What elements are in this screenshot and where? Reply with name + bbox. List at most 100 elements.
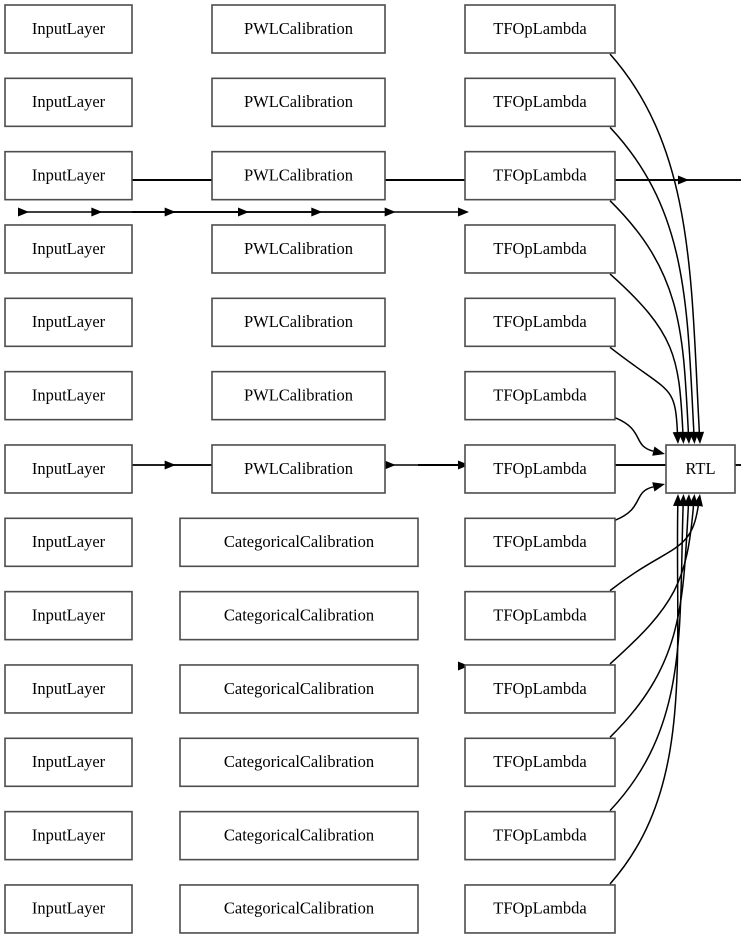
node-input-layer-3[interactable]: InputLayer [4, 150, 133, 201]
node-calibration-5-box[interactable] [211, 297, 386, 348]
node-lambda-1-box[interactable] [464, 4, 616, 54]
edge-lambda-8-to-rtl-curve [614, 486, 654, 522]
node-input-layer-10-label: InputLayer [32, 679, 106, 698]
node-lambda-3-label: TFOpLambda [493, 165, 587, 184]
node-calibration-7[interactable]: PWLCalibration [211, 444, 386, 494]
node-lambda-13-label: TFOpLambda [493, 899, 587, 918]
node-input-layer-6[interactable]: InputLayer [4, 370, 133, 421]
node-lambda-8-box[interactable] [464, 517, 616, 568]
node-calibration-13-box[interactable] [179, 884, 419, 934]
node-calibration-3-label: PWLCalibration [244, 165, 353, 184]
node-calibration-6[interactable]: PWLCalibration [211, 370, 386, 421]
node-lambda-2[interactable]: TFOpLambda [464, 77, 616, 128]
node-calibration-7-box[interactable] [211, 444, 386, 494]
edge-lambda-4-to-rtl-curve [609, 273, 684, 433]
node-lambda-7[interactable]: TFOpLambda [464, 444, 616, 494]
edge-lambda-8-to-rtl-arrowhead [652, 482, 665, 492]
node-lambda-5-box[interactable] [464, 297, 616, 348]
node-lambda-7-box[interactable] [464, 444, 616, 494]
node-calibration-12-box[interactable] [179, 810, 419, 861]
node-calibration-1-label: PWLCalibration [244, 19, 353, 38]
edge-lambda-5-to-rtl-arrowhead [672, 431, 683, 444]
node-lambda-4-box[interactable] [464, 224, 616, 274]
node-calibration-1[interactable]: PWLCalibration [211, 4, 386, 54]
edge-lambda-6-to-rtl-arrowhead [652, 446, 665, 456]
node-input-layer-3-box[interactable] [4, 150, 133, 201]
node-input-layer-4-box[interactable] [4, 224, 133, 274]
node-input-layer-2[interactable]: InputLayer [4, 77, 133, 128]
edge-lambda-3-to-rtl-curve [609, 200, 690, 433]
node-input-layer-11[interactable]: InputLayer [4, 737, 133, 788]
node-input-layer-7[interactable]: InputLayer [4, 444, 133, 494]
node-rtl-output-box[interactable] [665, 444, 736, 494]
node-input-layer-6-box[interactable] [4, 370, 133, 421]
node-lambda-6-box[interactable] [464, 370, 616, 421]
node-calibration-8[interactable]: CategoricalCalibration [179, 517, 419, 568]
node-calibration-11-box[interactable] [179, 737, 419, 788]
node-calibration-2[interactable]: PWLCalibration [211, 77, 386, 128]
node-calibration-5-label: PWLCalibration [244, 312, 353, 331]
node-input-layer-13[interactable]: InputLayer [4, 884, 133, 934]
node-input-layer-5-label: InputLayer [32, 312, 106, 331]
node-calibration-6-box[interactable] [211, 370, 386, 421]
edge-lambda-12-to-rtl-curve [609, 505, 684, 812]
node-lambda-1[interactable]: TFOpLambda [464, 4, 616, 54]
node-input-layer-2-box[interactable] [4, 77, 133, 128]
node-lambda-12-box[interactable] [464, 810, 616, 861]
node-calibration-4-box[interactable] [211, 224, 386, 274]
node-input-layer-12-box[interactable] [4, 810, 133, 861]
node-calibration-10[interactable]: CategoricalCalibration [179, 664, 419, 714]
node-input-layer-9[interactable]: InputLayer [4, 590, 133, 641]
node-calibration-10-box[interactable] [179, 664, 419, 714]
node-input-layer-1-box[interactable] [4, 4, 133, 54]
node-lambda-6[interactable]: TFOpLambda [464, 370, 616, 421]
node-calibration-2-box[interactable] [211, 77, 386, 128]
node-lambda-8[interactable]: TFOpLambda [464, 517, 616, 568]
node-calibration-1-box[interactable] [211, 4, 386, 54]
node-lambda-9[interactable]: TFOpLambda [464, 590, 616, 641]
node-lambda-13-box[interactable] [464, 884, 616, 934]
node-lambda-4[interactable]: TFOpLambda [464, 224, 616, 274]
node-calibration-12[interactable]: CategoricalCalibration [179, 810, 419, 861]
node-lambda-11[interactable]: TFOpLambda [464, 737, 616, 788]
node-lambda-5[interactable]: TFOpLambda [464, 297, 616, 348]
node-lambda-3[interactable]: TFOpLambda [464, 150, 616, 201]
node-input-layer-8[interactable]: InputLayer [4, 517, 133, 568]
node-input-layer-9-box[interactable] [4, 590, 133, 641]
node-lambda-8-label: TFOpLambda [493, 532, 587, 551]
node-lambda-10-box[interactable] [464, 664, 616, 714]
node-calibration-9[interactable]: CategoricalCalibration [179, 590, 419, 641]
node-calibration-4[interactable]: PWLCalibration [211, 224, 386, 274]
node-input-layer-10-box[interactable] [4, 664, 133, 714]
node-input-layer-4[interactable]: InputLayer [4, 224, 133, 274]
node-lambda-9-box[interactable] [464, 590, 616, 641]
node-calibration-3-box[interactable] [211, 150, 386, 201]
node-input-layer-13-box[interactable] [4, 884, 133, 934]
node-input-layer-1[interactable]: InputLayer [4, 4, 133, 54]
node-calibration-5[interactable]: PWLCalibration [211, 297, 386, 348]
node-lambda-13[interactable]: TFOpLambda [464, 884, 616, 934]
node-input-layer-5[interactable]: InputLayer [4, 297, 133, 348]
468.98-arrowhead [457, 207, 469, 217]
node-input-layer-5-box[interactable] [4, 297, 133, 348]
node-calibration-9-box[interactable] [179, 590, 419, 641]
node-lambda-3-box[interactable] [464, 150, 616, 201]
edge-lambda-6-to-rtl-curve [614, 416, 654, 452]
node-lambda-11-box[interactable] [464, 737, 616, 788]
node-input-layer-12[interactable]: InputLayer [4, 810, 133, 861]
node-input-layer-11-box[interactable] [4, 737, 133, 788]
node-calibration-8-box[interactable] [179, 517, 419, 568]
node-input-layer-7-box[interactable] [4, 444, 133, 494]
node-lambda-12-label: TFOpLambda [493, 825, 587, 844]
node-input-layer-10[interactable]: InputLayer [4, 664, 133, 714]
node-lambda-12[interactable]: TFOpLambda [464, 810, 616, 861]
node-calibration-3[interactable]: PWLCalibration [211, 150, 386, 201]
node-lambda-2-box[interactable] [464, 77, 616, 128]
node-rtl-output[interactable]: RTL [665, 444, 736, 494]
node-calibration-11[interactable]: CategoricalCalibration [179, 737, 419, 788]
node-lambda-10[interactable]: TFOpLambda [464, 664, 616, 714]
edge-lambda-2-to-rtl-curve [609, 126, 695, 433]
node-lambda-5-label: TFOpLambda [493, 312, 587, 331]
node-input-layer-8-box[interactable] [4, 517, 133, 568]
node-calibration-13[interactable]: CategoricalCalibration [179, 884, 419, 934]
